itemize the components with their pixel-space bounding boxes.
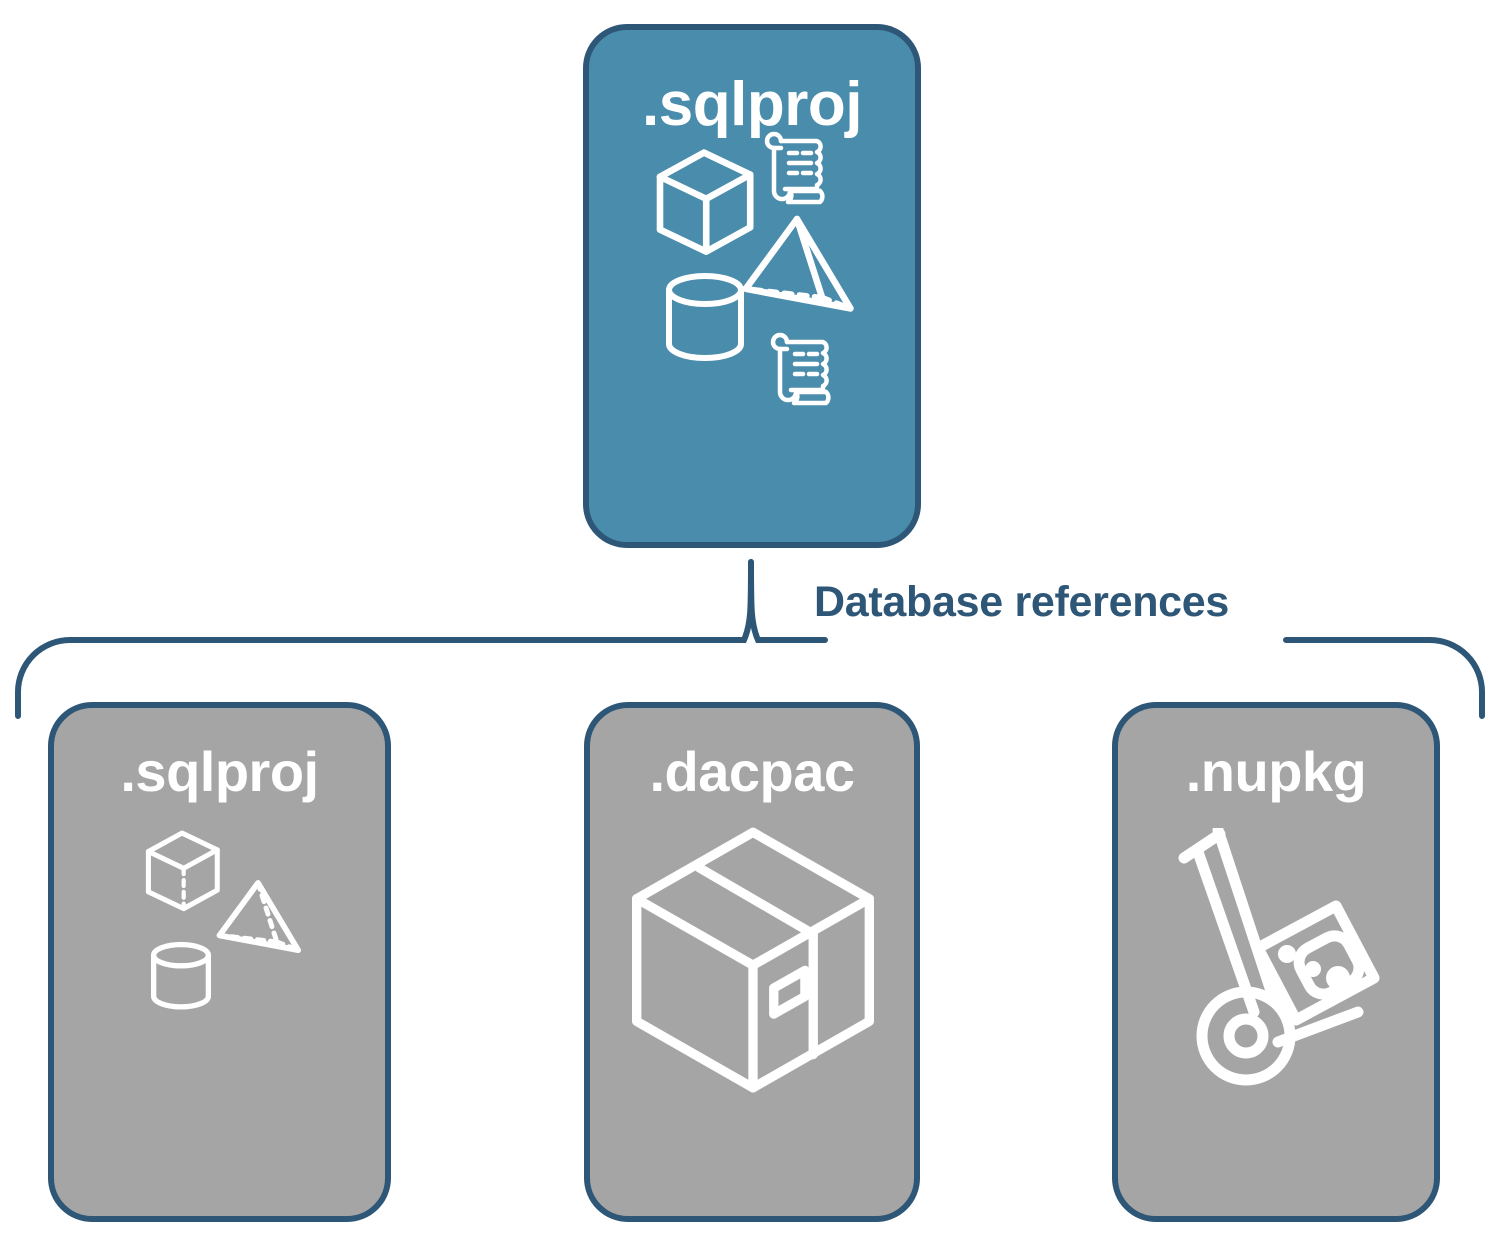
scroll-script-icon — [764, 131, 825, 205]
connector-label: Database references — [814, 578, 1229, 626]
pyramid-wireframe-icon — [216, 880, 302, 954]
cylinder-wireframe-icon — [666, 273, 744, 361]
node-icon-group — [590, 800, 914, 1216]
node-card-dacpac[interactable]: .dacpac — [584, 702, 920, 1222]
scroll-script-icon — [770, 332, 831, 406]
node-card-title: .nupkg — [1185, 740, 1367, 803]
node-icon-group — [1118, 800, 1434, 1216]
node-card-title: .dacpac — [649, 740, 855, 803]
node-icon-group — [589, 131, 915, 542]
node-card-title: .sqlproj — [120, 740, 319, 803]
pyramid-wireframe-icon — [742, 215, 854, 312]
cube-wireframe-icon — [145, 830, 220, 912]
node-icon-group — [54, 800, 385, 1216]
node-card-title: .sqlproj — [642, 70, 862, 139]
hand-truck-package-icon — [1178, 828, 1380, 1086]
node-card-nupkg[interactable]: .nupkg — [1112, 702, 1440, 1222]
node-card-sqlproj[interactable]: .sqlproj — [48, 702, 391, 1222]
node-card-root-sqlproj[interactable]: .sqlproj — [583, 24, 921, 548]
package-box-icon — [632, 827, 874, 1093]
cylinder-wireframe-icon — [150, 941, 212, 1010]
cube-wireframe-icon — [656, 149, 754, 255]
